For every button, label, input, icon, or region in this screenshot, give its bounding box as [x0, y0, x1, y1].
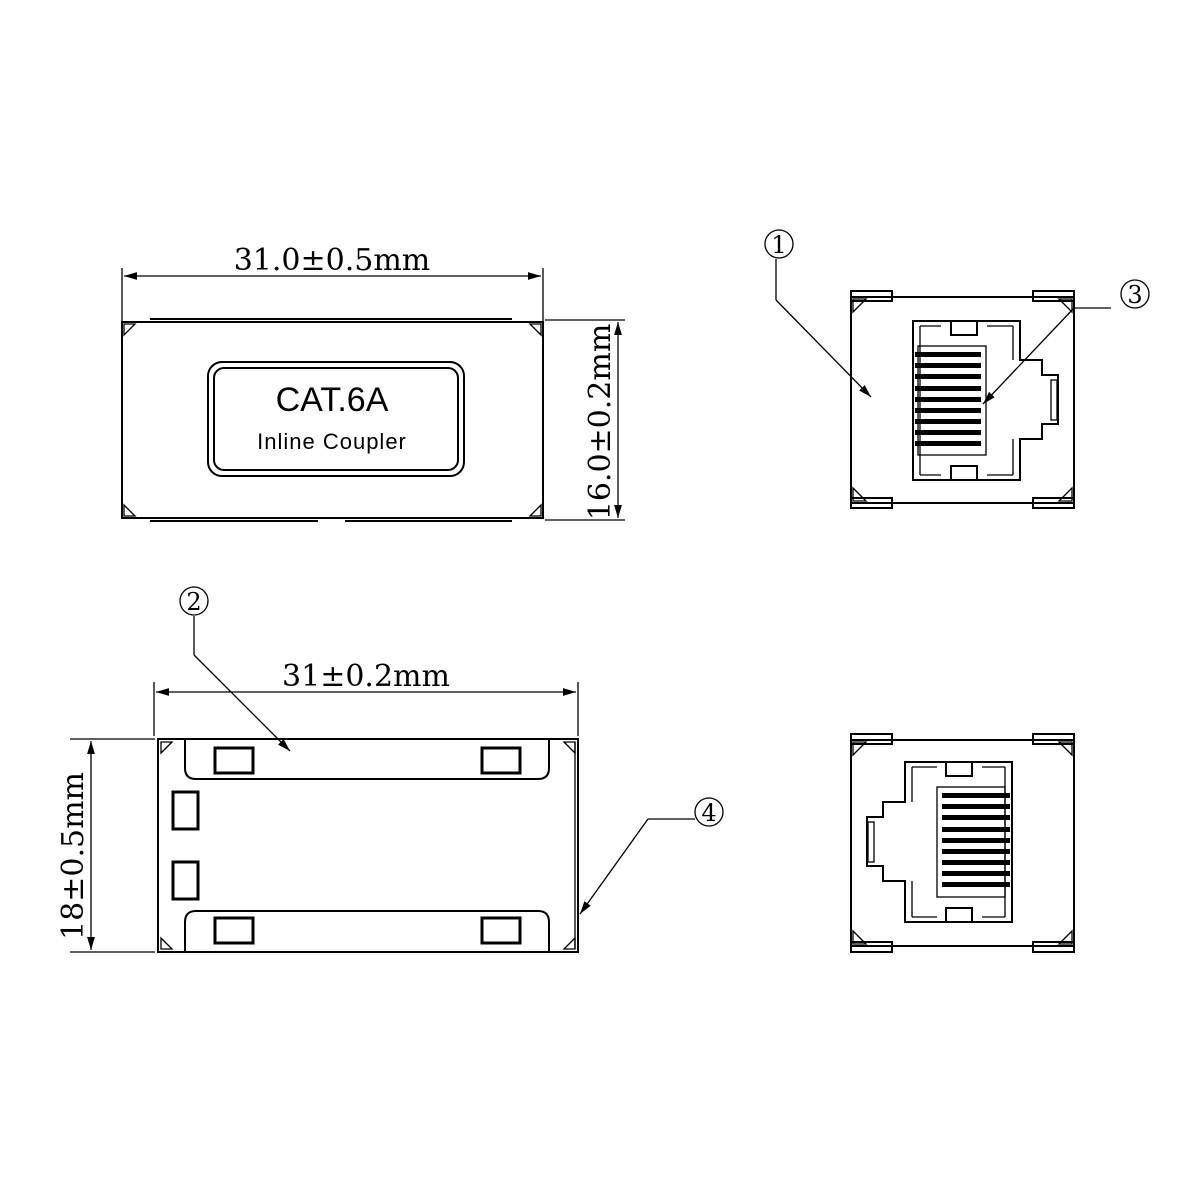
bottom-view: 31±0.2mm 18±0.5mm — [56, 659, 579, 953]
svg-text:3: 3 — [1127, 281, 1142, 309]
callout-1: 1 — [764, 229, 872, 398]
top-view: 31.0±0.5mm CAT.6A Inline Coupler 16.0±0.… — [121, 243, 625, 522]
bottom-height-label: 18±0.5mm — [56, 772, 91, 940]
bottom-width-label: 31±0.2mm — [282, 659, 450, 694]
label-frame-outer — [207, 361, 465, 477]
top-height-dimension: 16.0±0.2mm — [545, 319, 625, 521]
top-rail — [184, 739, 550, 780]
bottom-body-outline — [157, 738, 579, 953]
bottom-rail — [184, 910, 550, 952]
svg-text:4: 4 — [701, 799, 716, 827]
top-width-label: 31.0±0.5mm — [234, 243, 431, 278]
rear-end-view — [850, 733, 1075, 953]
rear-body-outline — [850, 739, 1075, 947]
top-body-outline — [121, 321, 544, 519]
front-contacts — [915, 352, 981, 446]
top-width-dimension: 31.0±0.5mm — [121, 243, 544, 322]
rj45-port — [912, 320, 1059, 481]
rear-contacts — [942, 793, 1010, 887]
label-frame-inner — [213, 367, 459, 471]
product-name: CAT.6A — [276, 381, 389, 419]
front-end-view — [850, 290, 1075, 509]
callout-2: 2 — [179, 586, 291, 752]
bottom-width-dimension: 31±0.2mm — [153, 659, 579, 736]
top-height-label: 16.0±0.2mm — [583, 324, 618, 521]
svg-text:1: 1 — [771, 231, 786, 259]
bottom-height-dimension: 18±0.5mm — [56, 738, 155, 953]
rj45-port-rear — [866, 761, 1013, 923]
front-body-outline — [850, 296, 1075, 504]
svg-text:2: 2 — [186, 588, 201, 616]
product-subtitle: Inline Coupler — [257, 429, 407, 454]
callout-3: 3 — [982, 279, 1150, 405]
callout-4: 4 — [579, 797, 724, 915]
